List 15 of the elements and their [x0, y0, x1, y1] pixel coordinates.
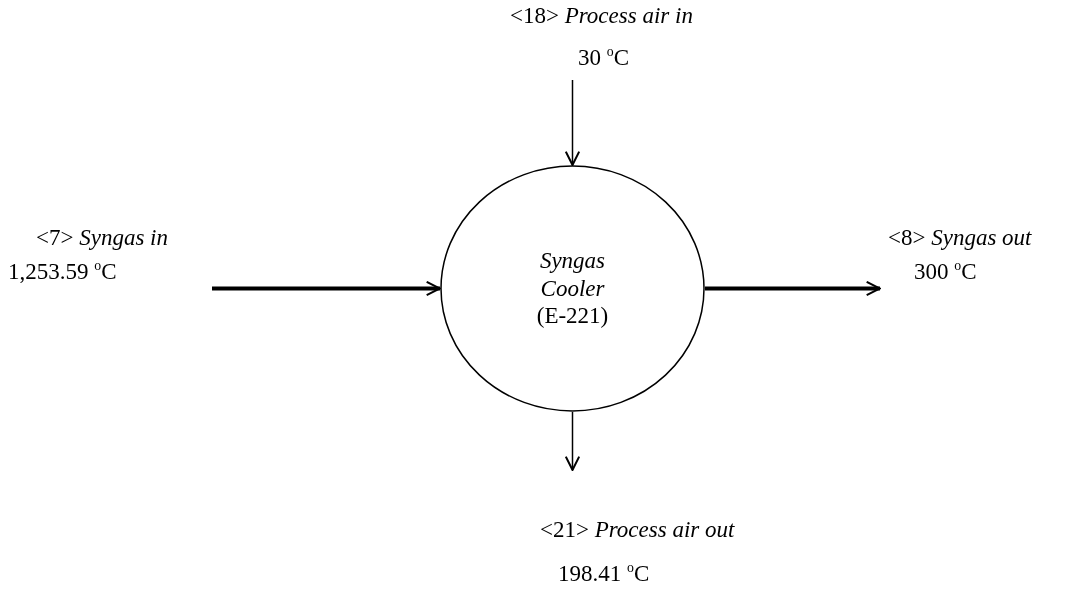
stream-temperature: 1,253.59 $^{o}$C — [8, 258, 117, 286]
stream-name: <18> Process air in — [510, 2, 693, 30]
stream-temperature: 198.41 $^{o}$C — [558, 560, 650, 588]
equipment-name: Syngas Cooler — [538, 247, 607, 303]
stream-name: <7> Syngas in — [36, 224, 168, 252]
equipment-tag: (E-221) — [536, 302, 609, 330]
stream-name: <21> Process air out — [540, 516, 735, 544]
flow-arrow — [705, 280, 881, 297]
flow-arrow — [212, 280, 441, 297]
flow-arrow — [564, 411, 581, 471]
cooler-vessel — [440, 165, 705, 412]
stream-name: <8> Syngas out — [888, 224, 1032, 252]
stream-temperature: 300 $^{o}$C — [914, 258, 977, 286]
flow-arrow — [564, 79, 581, 166]
stream-temperature: 30 $^{o}$C — [578, 44, 629, 72]
